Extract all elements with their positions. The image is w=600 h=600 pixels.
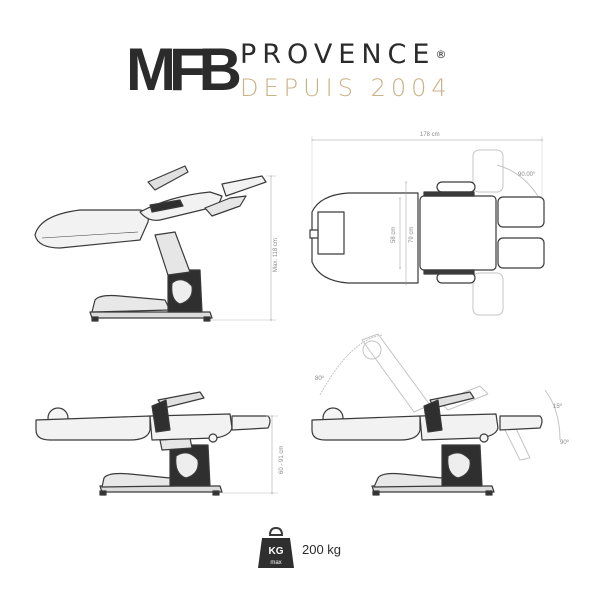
weight-badge: KG max [258,526,294,568]
leg-angle-large-label: 90º [560,439,570,446]
max-height-label: Max. 118 cm [273,238,279,272]
height-range-dimension: 60 - 91 cm [222,416,285,493]
registered-mark: ® [435,48,447,61]
height-range-label: 60 - 91 cm [279,446,285,474]
max-weight-value: 200 kg [302,542,342,557]
full-width-label: 79 cm [409,227,415,243]
max-height-dimension: Max. 118 cm [210,176,279,320]
articulation-angles: 80º 15º 90º [315,375,570,446]
leg-angle-small-label: 15º [553,403,563,410]
side-view-reclined [34,165,267,322]
total-length-label: 178 cm [420,132,440,138]
brand-name: PROVENCE® [240,40,446,70]
brand-name-text: PROVENCE [240,39,436,70]
weight-badge-sub: max [270,560,281,566]
logo-mark: MFB [126,36,242,103]
armrest-angle-label: 90.00° [518,172,536,178]
side-view-flat [35,391,271,496]
brand-tagline: DEPUIS 2004 [240,74,452,102]
side-view-articulation [311,333,561,496]
backrest-angle-label: 80º [315,375,325,382]
top-view-dimensions: 178 cm 58 cm 79 cm 90.00° [312,132,542,284]
weight-badge-text: KG [269,546,284,557]
seat-width-label: 58 cm [391,227,397,243]
brand-logo: MFB PROVENCE® DEPUIS 2004 [0,0,600,110]
top-view [309,149,545,316]
